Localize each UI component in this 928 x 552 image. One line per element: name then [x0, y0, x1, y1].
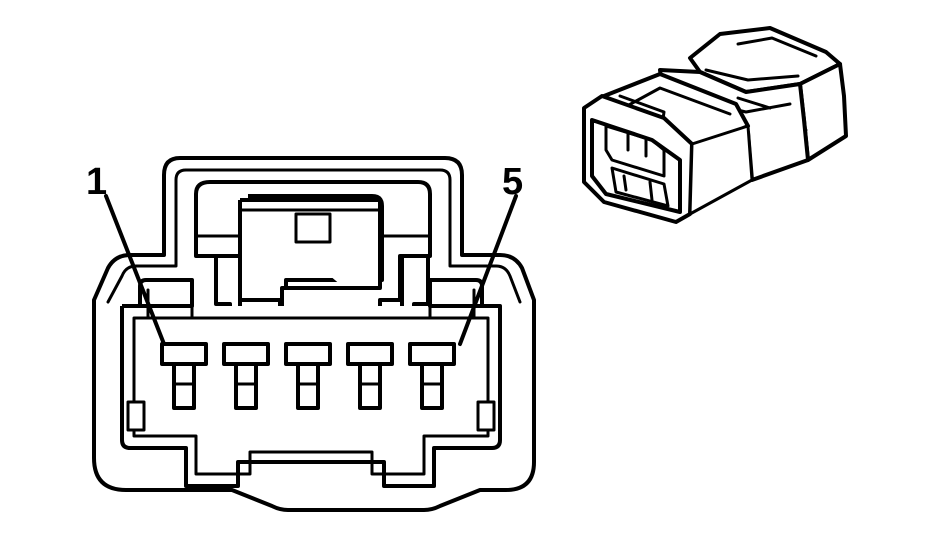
terminal-cavity-inner — [132, 316, 490, 476]
connector-face-view: 1 5 — [86, 156, 536, 512]
iso-front-side — [688, 124, 754, 216]
pin-5-leader-line — [458, 194, 518, 346]
terminal-group — [160, 342, 456, 410]
pin-1-label: 1 — [86, 161, 107, 203]
iso-front-cavity-top — [604, 124, 666, 178]
terminal-stem — [234, 362, 258, 410]
left-side-key — [126, 400, 146, 432]
terminal-head — [346, 342, 394, 366]
pin-5-label: 5 — [502, 161, 523, 203]
terminal-4 — [346, 342, 394, 410]
terminal-5 — [408, 342, 456, 410]
iso-front-cavity-bottom — [610, 166, 670, 208]
terminal-stem — [358, 362, 382, 410]
connector-outer-contour — [184, 168, 522, 304]
iso-rear-top-ridge — [704, 36, 818, 82]
latch-notch — [294, 212, 332, 244]
connector-isometric-view — [582, 26, 848, 224]
terminal-3 — [284, 342, 332, 410]
terminal-head — [160, 342, 208, 366]
terminal-1 — [160, 342, 208, 410]
terminal-stem — [172, 362, 196, 410]
connector-outer-contour-left — [106, 168, 188, 304]
terminal-head — [222, 342, 270, 366]
terminal-head — [284, 342, 332, 366]
iso-front-inner-lines — [622, 132, 654, 202]
terminal-stem — [420, 362, 444, 410]
terminal-2 — [222, 342, 270, 410]
terminal-head — [408, 342, 456, 366]
terminal-stem — [296, 362, 320, 410]
right-side-key — [476, 400, 496, 432]
pin-1-leader-line — [104, 194, 166, 346]
